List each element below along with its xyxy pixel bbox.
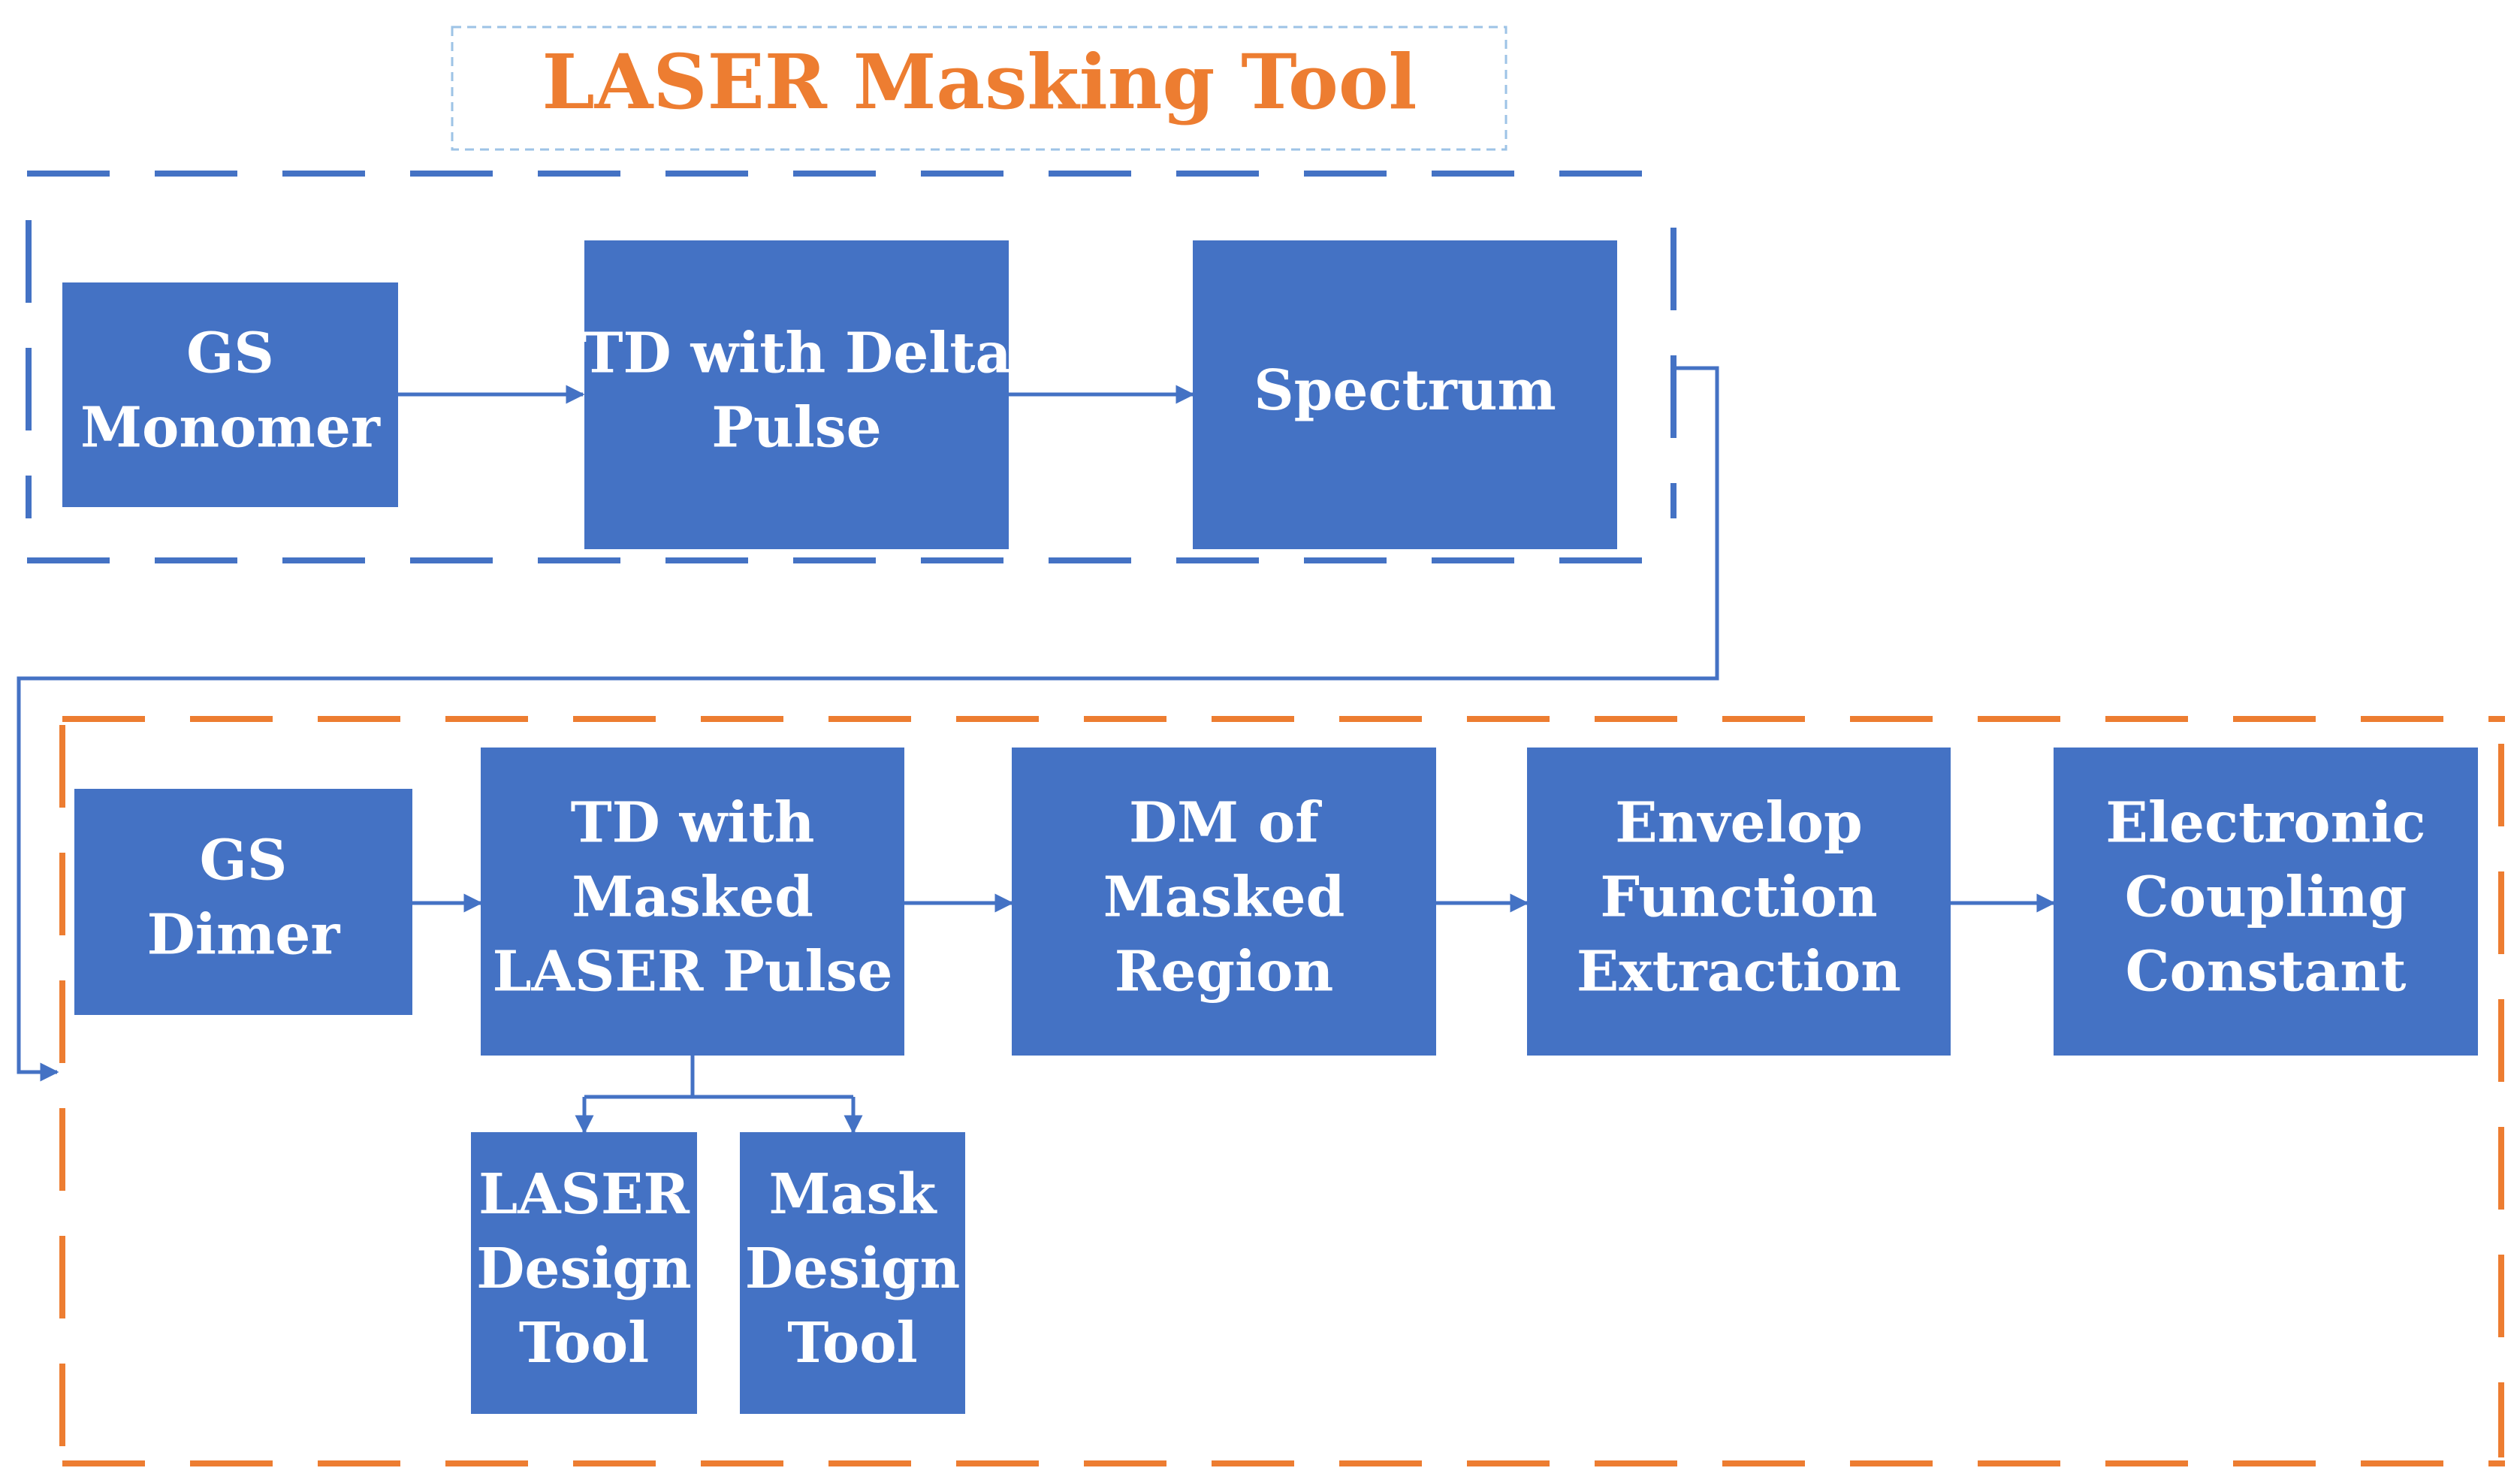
envelop-function-extraction-label-line: Function [1600, 865, 1877, 930]
electronic-coupling-constant-label-line: Electronic [2105, 791, 2425, 856]
mask-design-tool-rect [740, 1132, 965, 1414]
dm-masked-region-rect [1012, 748, 1436, 1056]
td-masked-laser-pulse-rect [481, 748, 904, 1056]
gs-monomer-label-line: GS [186, 322, 274, 386]
dimer-group-border [59, 716, 2505, 1466]
gs-dimer-label-line: GS [200, 829, 288, 893]
electronic-coupling-constant-rect [2054, 748, 2478, 1056]
spectrum-box: Spectrum [1193, 240, 1617, 549]
laser-design-tool-label-line: Design [476, 1237, 692, 1301]
gs-monomer-rect [62, 282, 398, 507]
dm-masked-region-label-line: Region [1115, 940, 1334, 1004]
diagram-title: LASER Masking Tool [542, 38, 1417, 126]
td-masked-laser-pulse-label-line: TD with [571, 791, 815, 856]
envelop-function-extraction-label-line: Extraction [1577, 940, 1901, 1004]
td-delta-pulse-label-line: TD with Delta [581, 322, 1011, 386]
connectors [17, 366, 2056, 1134]
gs-dimer-box: GS Dimer [74, 789, 412, 1015]
mask-design-tool-label-line: Design [745, 1237, 961, 1301]
td-delta-pulse-label-line: Pulse [711, 396, 881, 461]
dm-masked-region-label-line: DM of [1129, 791, 1322, 856]
electronic-coupling-constant-label-line: Coupling [2125, 865, 2407, 930]
title-box [451, 26, 1507, 151]
laser-design-tool-label-line: Tool [519, 1311, 649, 1376]
connector-spectrum-to-dimer-group [17, 366, 1719, 1082]
mask-design-tool-label-line: Tool [787, 1311, 917, 1376]
td-masked-laser-pulse-label-line: Masked [572, 865, 813, 930]
gs-dimer-rect [74, 789, 412, 1015]
gs-dimer-label-line: Dimer [147, 903, 341, 968]
gs-monomer-box: GS Monomer [62, 282, 398, 507]
laser-design-tool-label-line: LASER [478, 1162, 690, 1227]
envelop-function-extraction-label-line: Envelop [1615, 791, 1863, 856]
mask-design-tool-label-line: Mask [769, 1162, 938, 1227]
envelop-function-extraction-rect [1527, 748, 1951, 1056]
dm-masked-region-label-line: Masked [1103, 865, 1345, 930]
td-delta-pulse-rect [584, 240, 1009, 549]
td-masked-laser-pulse-label-line: LASER Pulse [493, 940, 893, 1004]
monomer-group-border [26, 171, 1676, 563]
gs-monomer-label-line: Monomer [80, 396, 381, 461]
spectrum-rect [1193, 240, 1617, 549]
spectrum-label-line: Spectrum [1254, 358, 1556, 423]
electronic-coupling-constant-label-line: Constant [2126, 940, 2407, 1004]
laser-design-tool-rect [471, 1132, 697, 1414]
